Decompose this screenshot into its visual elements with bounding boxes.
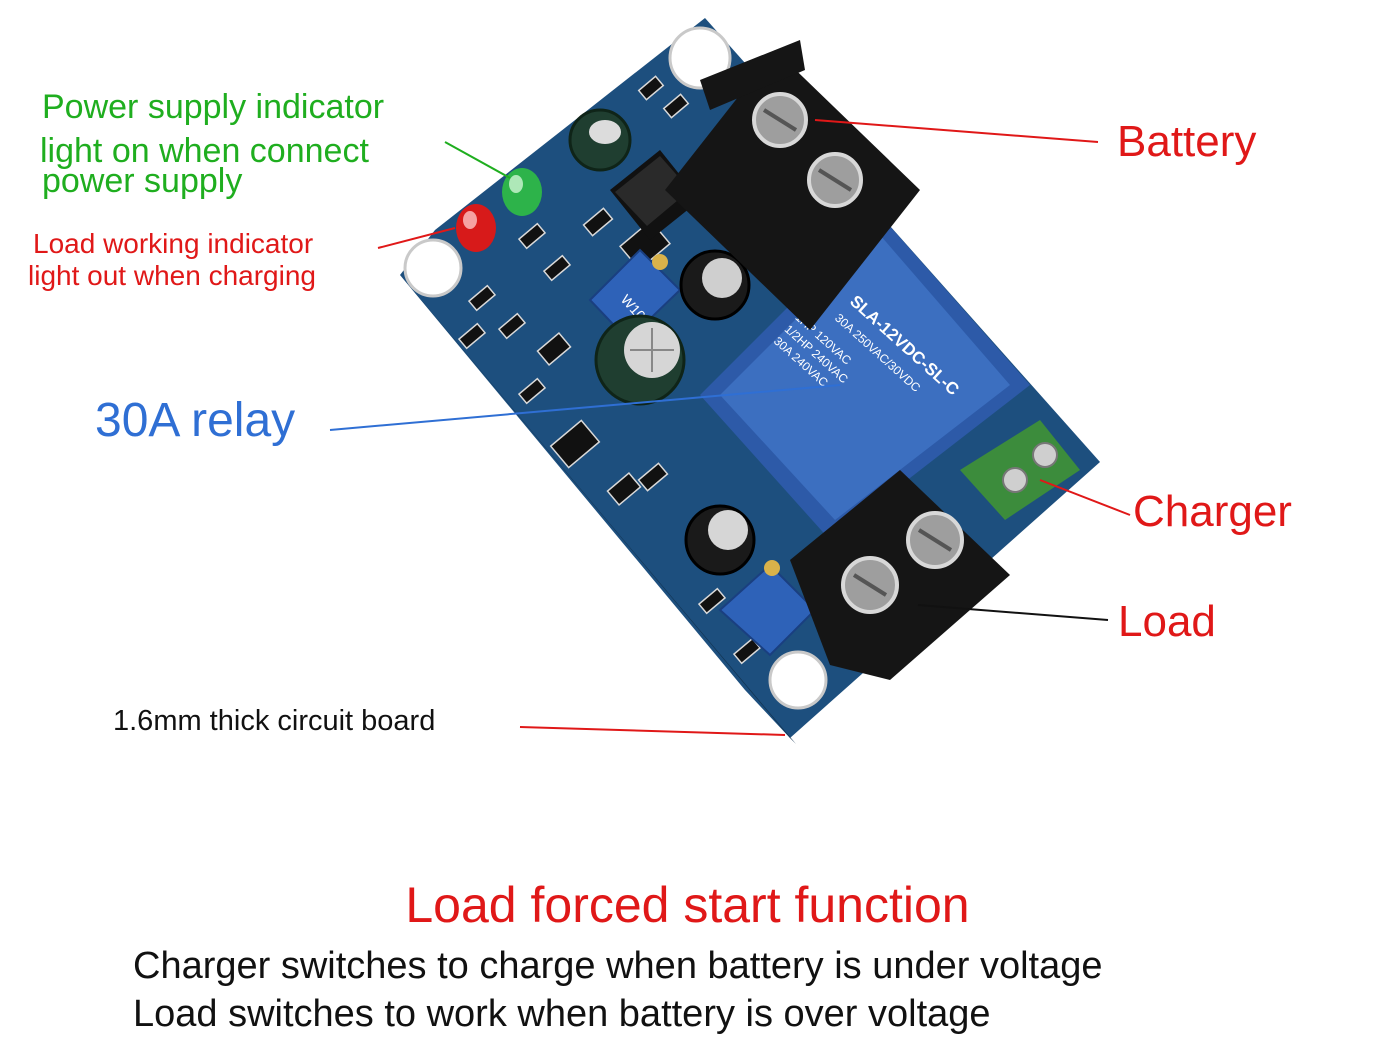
load-indicator-line: Load working indicator: [33, 228, 314, 259]
load-indicator-label: light out when charging: [28, 262, 316, 290]
mounting-hole: [768, 650, 828, 710]
function-description-line: Charger switches to charge when battery …: [133, 945, 1103, 987]
function-title: Load forced start function: [405, 877, 970, 933]
electrolytic-capacitor: [684, 504, 756, 576]
callout-lines: [329, 119, 1131, 736]
power-indicator-label: Power supply indicator: [42, 90, 384, 124]
green-led: [502, 168, 542, 216]
load-label: Load: [1118, 597, 1216, 646]
battery-leader: [814, 119, 1099, 143]
battery-terminal: [665, 40, 920, 330]
load-indicator-leader: [377, 227, 456, 249]
power-indicator-line: power supply: [42, 162, 243, 200]
board-thickness-label: 1.6mm thick circuit board: [113, 705, 436, 737]
smd-components: [457, 75, 762, 665]
power-indicator-line: Power supply indicator: [42, 88, 385, 126]
charger-label: Charger: [1133, 487, 1292, 536]
charger-leader: [1039, 479, 1131, 516]
voltage-regulator: [610, 150, 700, 240]
battery-label: Battery: [1117, 117, 1257, 166]
power-indicator-line: light on when connect: [40, 132, 369, 170]
function-description-line: Load switches to work when battery is ov…: [133, 993, 991, 1035]
load-indicator-label: Load working indicator: [33, 230, 313, 258]
load-leader: [917, 604, 1109, 621]
mounting-hole: [403, 238, 463, 298]
power-indicator-leader: [444, 141, 511, 179]
power-indicator-label: power supply: [42, 164, 242, 198]
power-indicator-label: light on when connect: [40, 134, 369, 168]
electrolytic-capacitor: [568, 108, 632, 172]
charger-terminal: [960, 420, 1080, 520]
relay-label: 30A relay: [95, 394, 296, 447]
load-indicator-line: light out when charging: [28, 260, 316, 291]
mounting-hole: [668, 26, 732, 90]
load-terminal: [790, 470, 1010, 680]
electrolytic-capacitor: [679, 249, 751, 321]
electrolytic-capacitor: [594, 314, 686, 406]
screw-icon: [1002, 467, 1028, 493]
relay-leader: [329, 384, 841, 431]
red-led: [456, 204, 496, 252]
relay-30a: SLA-12VDC-SL-C 30A 250VAC/30VDC 1HP 120V…: [700, 215, 1030, 540]
board-thickness-leader: [519, 726, 786, 736]
screw-icon: [1032, 442, 1058, 468]
